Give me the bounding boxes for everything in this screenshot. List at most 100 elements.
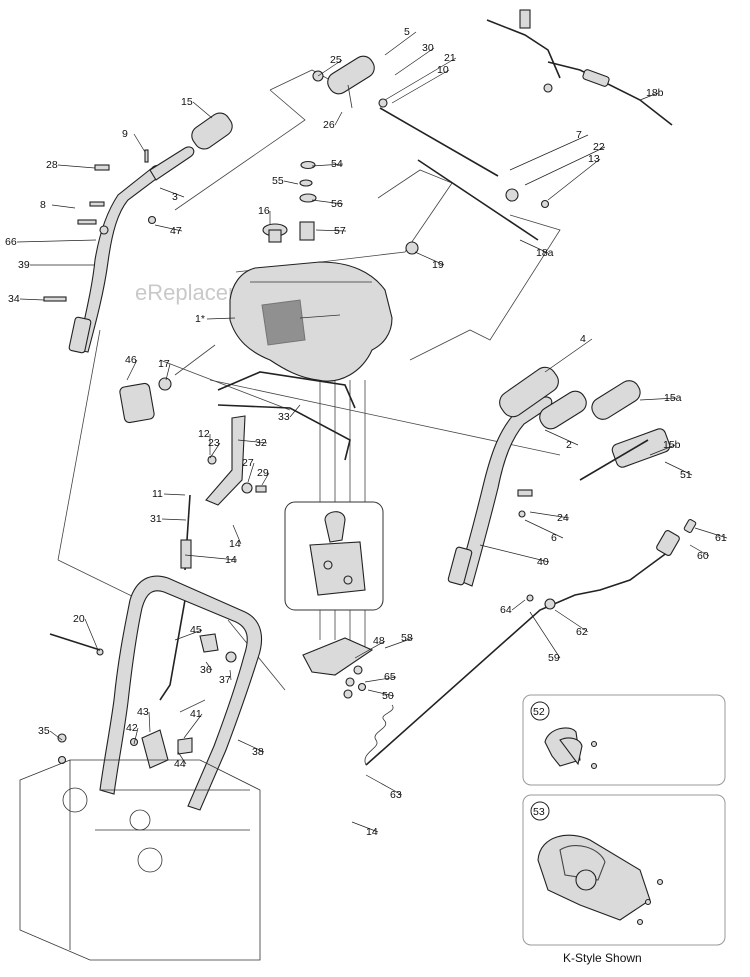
callout-leader-line [148, 711, 151, 733]
inset-52: 52 [522, 694, 726, 786]
callout-number: 15 [181, 96, 193, 108]
callout-number: 2 [566, 439, 572, 451]
callout-number: 42 [126, 722, 138, 734]
callout-leader-line [165, 363, 171, 381]
callout-number: 17 [158, 358, 170, 370]
callout-number: 9 [122, 128, 128, 140]
shifter-assembly-box [284, 501, 384, 611]
callout-number: 7 [576, 129, 582, 141]
callout-number: 29 [257, 467, 269, 479]
callout-leader-line [133, 133, 146, 153]
callout-number: 36 [200, 664, 212, 676]
callout-leader-line [365, 774, 403, 796]
callout-number: 54 [331, 158, 343, 170]
callout-number: 26 [323, 119, 335, 131]
callout-leader-line [206, 317, 236, 320]
chute-crank-rod [364, 518, 697, 766]
callout-leader-line [84, 618, 99, 651]
callout-number: 35 [38, 725, 50, 737]
callout-number: 6 [551, 532, 557, 544]
callout-leader-line [126, 359, 138, 381]
callout-leader-line [689, 544, 710, 557]
diagram-caption: K-Style Shown [563, 951, 642, 965]
callout-leader-line [174, 629, 203, 641]
callout-number: 18a [536, 247, 554, 259]
callout-number: 38 [252, 746, 264, 758]
callout-number: 46 [125, 354, 137, 366]
callout-number: 41 [190, 708, 202, 720]
callout-labels: 1*23456789101112131414141515a15b161718a1… [5, 26, 728, 838]
callout-number: 40 [537, 556, 549, 568]
callout-leader-line [384, 31, 417, 56]
callout-number: 28 [46, 159, 58, 171]
callout-leader-line [384, 637, 414, 649]
callout-number: 43 [137, 706, 149, 718]
callout-leader-line [183, 713, 203, 739]
callout-leader-line [177, 751, 187, 765]
callout-leader-line [511, 599, 526, 611]
left-handle [68, 146, 195, 354]
callout-number: 44 [174, 758, 186, 770]
choke-knob [262, 223, 288, 243]
callout-leader-line [479, 544, 550, 563]
callout-number: 39 [18, 259, 30, 271]
callout-number: 50 [382, 690, 394, 702]
callout-number: 19 [432, 259, 444, 271]
right-handle [447, 366, 671, 587]
callout-number: 51 [680, 469, 692, 481]
callout-leader-line [232, 524, 242, 545]
callout-leader-line [205, 661, 213, 671]
callout-leader-line [161, 518, 187, 521]
callout-number: 33 [278, 411, 290, 423]
callout-leader-line [639, 397, 677, 401]
callout-number: 31 [150, 513, 162, 525]
dash-panel [229, 261, 393, 382]
callout-number: 15a [664, 392, 682, 404]
callout-leader-line [524, 519, 564, 539]
callout-number: 56 [331, 198, 343, 210]
callout-leader-line [237, 439, 268, 444]
callout-number: 59 [548, 652, 560, 664]
callout-number: 58 [401, 632, 413, 644]
callout-leader-line [519, 239, 549, 254]
callout-number: 64 [500, 604, 512, 616]
callout-leader-line [315, 229, 347, 232]
callout-number: 4 [580, 333, 586, 345]
callout-number: 21 [444, 52, 456, 64]
callout-number: 13 [588, 153, 600, 165]
control-cables [379, 9, 673, 241]
callout-number: 30 [422, 42, 434, 54]
callout-number: 14 [229, 538, 241, 550]
callout-number: 24 [557, 512, 569, 524]
callout-number: 37 [219, 674, 231, 686]
callout-number: 32 [255, 437, 267, 449]
callout-leader-line [524, 146, 606, 186]
callout-leader-line [289, 404, 301, 418]
callout-leader-line [529, 511, 570, 519]
inset-53: 53 [522, 794, 726, 946]
callout-leader-line [192, 101, 213, 119]
callout-number: 45 [190, 624, 202, 636]
auger-housing-outline [19, 759, 261, 961]
callout-leader-line [159, 187, 185, 198]
callout-leader-line [544, 429, 579, 446]
callout-leader-line [163, 493, 186, 496]
callout-leader-line [639, 92, 659, 101]
callout-leader-line [261, 472, 270, 486]
inset-52-label: 52 [533, 706, 545, 718]
callout-leader-line [547, 158, 601, 201]
callout-leader-line [283, 180, 299, 185]
callout-number: 22 [593, 141, 605, 153]
callout-leader-line [133, 727, 139, 745]
callout-number: 27 [242, 457, 254, 469]
callout-leader-line [209, 442, 221, 459]
callout-leader-line [391, 69, 450, 104]
callout-number: 5 [404, 26, 410, 38]
callout-number: 55 [272, 175, 284, 187]
callout-leader-line [529, 611, 561, 659]
callout-leader-line [247, 462, 255, 483]
callout-number: 61 [715, 532, 727, 544]
handle-grip [191, 112, 233, 150]
callout-number: 63 [390, 789, 402, 801]
